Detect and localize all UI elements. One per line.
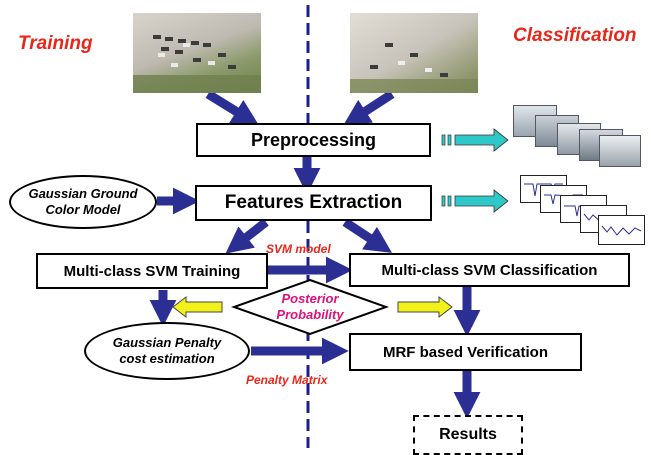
svm-model-label: SVM model	[266, 242, 331, 256]
yellow-arrow-right	[397, 295, 453, 319]
arrow-photo-left-to-preprocessing	[205, 90, 260, 126]
features-extraction-box: Features Extraction	[195, 185, 432, 221]
results-box: Results	[413, 415, 523, 455]
cyan-arrow-features	[441, 189, 509, 213]
arrow-features-to-training	[225, 218, 269, 254]
vehicle-thumbnails	[513, 105, 641, 167]
mrf-verification-box: MRF based Verification	[349, 333, 582, 371]
preprocessing-box: Preprocessing	[196, 123, 431, 157]
arrow-photo-right-to-preprocessing	[342, 90, 395, 126]
classification-aerial-photo	[350, 13, 478, 93]
penalty-line-1: Gaussian Penalty	[112, 335, 222, 350]
posterior-probability-label: Posterior Probability	[265, 291, 355, 323]
svm-classification-box: Multi-class SVM Classification	[349, 253, 630, 287]
feature-plots	[520, 175, 645, 245]
penalty-line-2: cost estimation	[119, 351, 215, 366]
gaussian-penalty-cost-estimation: Gaussian Penalty cost estimation	[84, 322, 250, 380]
svm-training-box: Multi-class SVM Training	[36, 253, 268, 289]
yellow-arrow-left	[172, 295, 223, 319]
training-aerial-photo	[133, 13, 261, 93]
cyan-arrow-preprocessing	[441, 128, 509, 152]
penalty-matrix-label: Penalty Matrix	[246, 373, 328, 387]
classification-title: Classification	[513, 25, 637, 46]
gaussian-ground-color-model: Gaussian Ground Color Model	[9, 175, 157, 229]
ground-model-line-2: Color Model	[45, 202, 121, 217]
posterior-line-2: Probability	[276, 307, 344, 322]
training-title: Training	[18, 33, 93, 54]
posterior-diamond	[231, 278, 389, 336]
posterior-line-1: Posterior	[281, 291, 339, 306]
arrow-features-to-classification	[342, 218, 393, 253]
ground-model-line-1: Gaussian Ground	[28, 186, 138, 201]
